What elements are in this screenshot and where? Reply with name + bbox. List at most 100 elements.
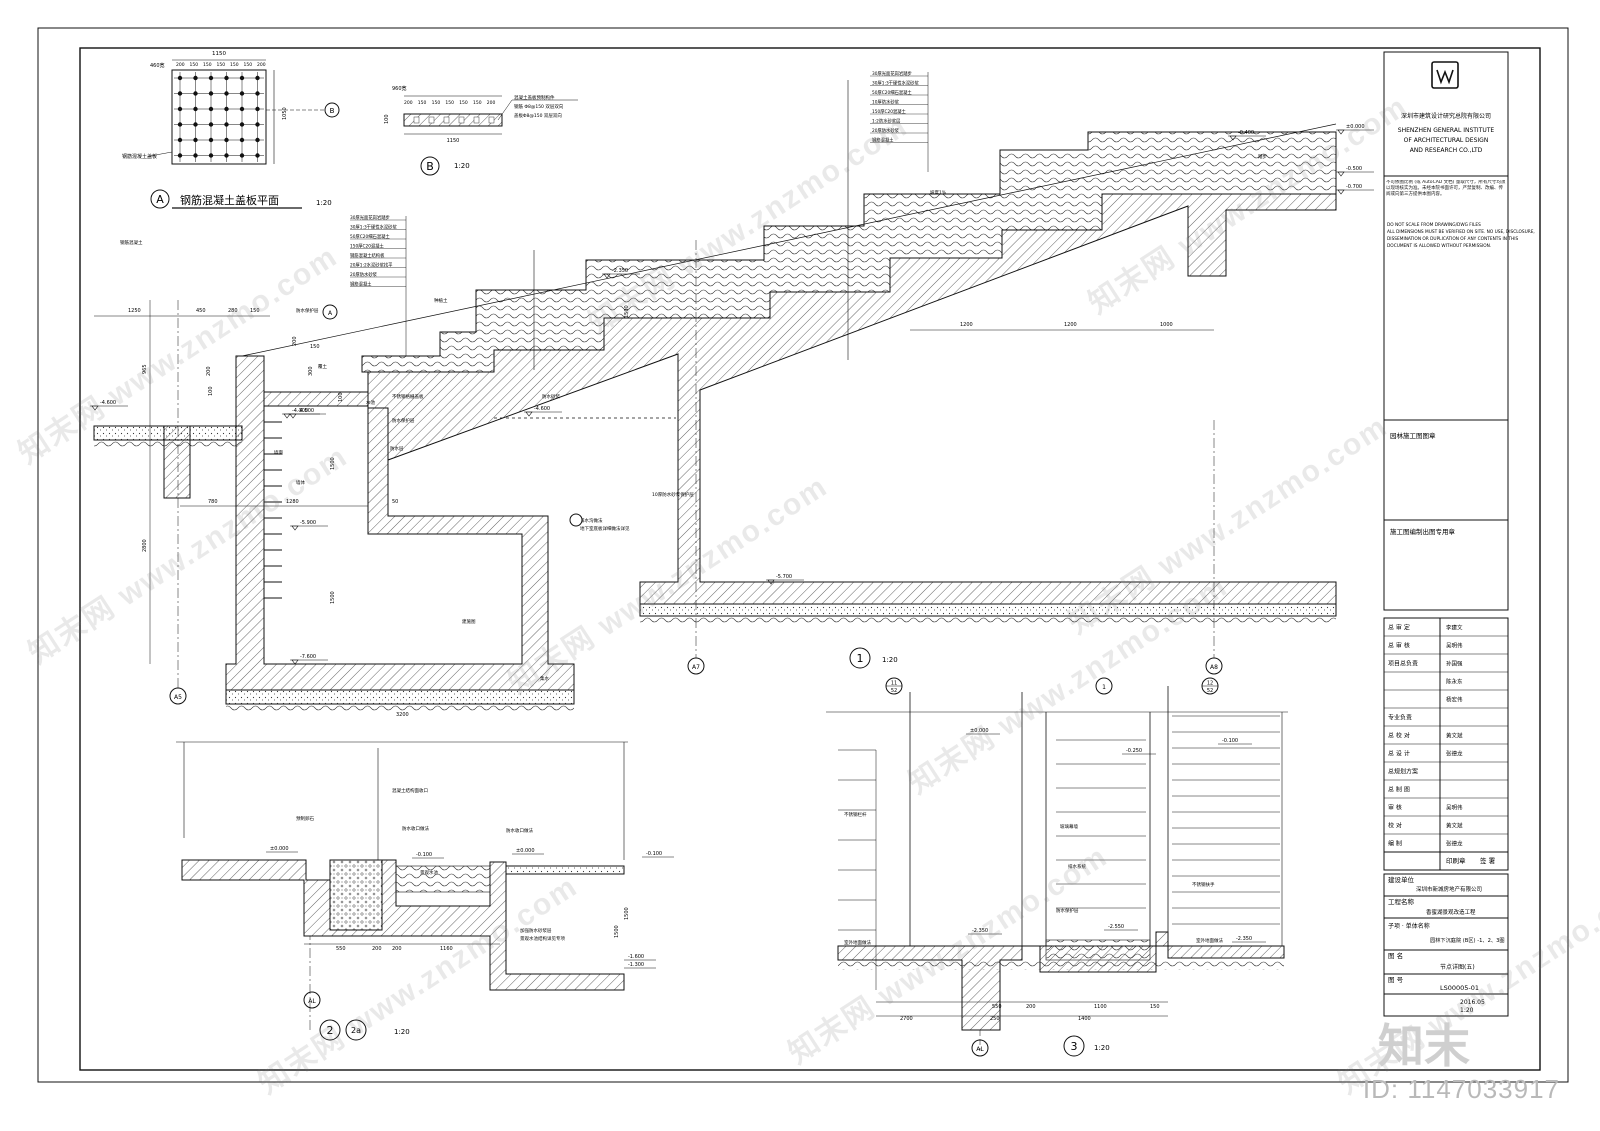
section-note: 建施图 bbox=[462, 618, 476, 625]
section-note: 室外地面做法 bbox=[844, 939, 871, 946]
section-note: 室外地面做法 bbox=[1196, 937, 1223, 944]
detail-a-marker: A bbox=[156, 193, 164, 206]
detail-1-scale: 1:20 bbox=[882, 656, 898, 664]
section-note: 不锈钢扶手 bbox=[1192, 881, 1215, 888]
detail-b-note-2: 钢筋 Φ8@150 双层双向 bbox=[514, 103, 564, 110]
section-note: 排水沟做法 bbox=[580, 517, 603, 524]
dimension-text: 200 bbox=[292, 336, 298, 346]
detail-b-note-1: 混凝土盖板预制构件 bbox=[514, 94, 555, 101]
section-note: 坡度1% bbox=[930, 189, 947, 196]
section-note: 防水砂浆 bbox=[542, 393, 560, 400]
layer-note-left: 钢筋混凝土结构板 bbox=[350, 252, 385, 259]
axis-bubble-label: A7 bbox=[692, 664, 700, 671]
dimension-text: 1200 bbox=[1064, 322, 1077, 328]
sign-row-label: 总 制 图 bbox=[1388, 786, 1410, 794]
subproject-value: 园林下沉庭院 (B区) -1、2、3图 bbox=[1430, 936, 1505, 944]
section-note: 防水层 bbox=[390, 445, 404, 452]
section-note: 水池 bbox=[366, 399, 375, 406]
detail-a-scale: 1:20 bbox=[316, 199, 332, 207]
layer-note-left: 50厚C20细石混凝土 bbox=[350, 233, 390, 240]
layer-note-right: 钢筋混凝土 bbox=[872, 137, 894, 144]
detail-a-label: 钢筋混凝土盖板 bbox=[122, 153, 157, 160]
layer-note-right: 30厚光面花岗岩踏步 bbox=[872, 70, 913, 77]
detail-2-marker: 2 bbox=[327, 1024, 334, 1037]
sign-row-value: 李建文 bbox=[1446, 624, 1463, 632]
elevation-mark: -0.100 bbox=[1222, 738, 1238, 744]
layer-note-right: 1:2防水砂浆层 bbox=[872, 118, 901, 125]
detail-3-scale: 1:20 bbox=[1094, 1044, 1110, 1052]
dimension-text: 280 bbox=[228, 308, 238, 314]
detail-b-scale: 1:20 bbox=[454, 162, 470, 170]
sign-row-label: 总 审 核 bbox=[1388, 642, 1410, 650]
dimension-text: 1000 bbox=[1160, 322, 1173, 328]
dimension-text: 100 bbox=[338, 392, 344, 402]
axis-bubble-label: 11 bbox=[891, 681, 897, 687]
elevation-mark: -4.600 bbox=[100, 400, 116, 406]
section-note: 不锈钢栏杆 bbox=[844, 811, 867, 818]
elevation-mark: ±0.000 bbox=[970, 728, 989, 734]
detail-a-section-marker: B bbox=[330, 107, 335, 115]
dimension-text: 1160 bbox=[440, 946, 453, 952]
layer-note-right: 10厚防水砂浆 bbox=[872, 99, 900, 106]
section-note: 种植土 bbox=[434, 297, 448, 304]
dimension-text: 450 bbox=[196, 308, 206, 314]
section-note: 景观水池结构详见专项 bbox=[520, 935, 565, 942]
dimension-text: 200 bbox=[392, 946, 402, 952]
sign-row-value: 黄文斌 bbox=[1446, 732, 1463, 740]
detail-a-subdim: 150 bbox=[244, 62, 253, 68]
detail-b-subdim: 150 bbox=[418, 100, 427, 106]
sign-row-value: 黄文斌 bbox=[1446, 822, 1463, 830]
layer-note-right: 50厚C20细石混凝土 bbox=[872, 89, 912, 96]
detail-b-marker: B bbox=[426, 160, 434, 173]
section-note: 地下室底板详细做法详见 bbox=[580, 525, 630, 532]
elevation-mark: -7.600 bbox=[300, 654, 316, 660]
company-logo-icon bbox=[1431, 61, 1459, 89]
axis-bubble-label: 1 bbox=[1102, 684, 1106, 691]
company-name-en-2: OF ARCHITECTURAL DESIGN bbox=[1404, 137, 1489, 144]
dimension-text: 1250 bbox=[128, 308, 141, 314]
dimension-text: 150 bbox=[1150, 1004, 1160, 1010]
drawing-number: LS00005-01 bbox=[1440, 984, 1479, 992]
detail-b-dim-h: 100 bbox=[384, 114, 390, 124]
sign-row-value: 张德龙 bbox=[1446, 750, 1463, 758]
drawing-name-label: 图 名 bbox=[1388, 951, 1403, 960]
dimension-text: 100 bbox=[208, 386, 214, 396]
section-note: 玻璃幕墙 bbox=[1060, 823, 1078, 830]
detail-3-marker: 3 bbox=[1071, 1040, 1078, 1053]
dimension-text: 1500 bbox=[614, 925, 620, 938]
disclaimer-en-2: ALL DIMENSIONS MUST BE VERIFIED ON SITE.… bbox=[1387, 229, 1535, 235]
elevation-mark: -5.700 bbox=[776, 574, 792, 580]
elevation-mark: -5.900 bbox=[300, 520, 316, 526]
detail-a-dim-side: 1050 bbox=[282, 107, 288, 120]
sign-row-label: 总 审 定 bbox=[1388, 624, 1410, 632]
dimension-text: 3200 bbox=[396, 712, 409, 718]
section-note: 景观水池 bbox=[420, 869, 438, 876]
detail-a-subdim: 150 bbox=[230, 62, 239, 68]
title-block: 深圳市建筑设计研究总院有限公司 SHENZHEN GENERAL INSTITU… bbox=[1383, 51, 1535, 1017]
dimension-text: 965 bbox=[142, 364, 148, 374]
detail-a-subdim: 150 bbox=[217, 62, 226, 68]
subproject-label: 子项 · 单体名称 bbox=[1388, 922, 1430, 930]
axis-bubble-label: A8 bbox=[1210, 664, 1218, 671]
dimension-text: 200 bbox=[1026, 1004, 1036, 1010]
dimension-text: 1500 bbox=[624, 305, 630, 318]
disclaimer-en-3: DISSEMINATION OR DUPLICATION OF ANY CONT… bbox=[1387, 236, 1518, 242]
section-note: 10厚防水砂浆保护层 bbox=[652, 491, 694, 498]
dimension-text: 1400 bbox=[1078, 1016, 1091, 1022]
detail-a-subdim: 200 bbox=[176, 62, 185, 68]
dimension-text: 1500 bbox=[330, 457, 336, 470]
image-id-footer: ID: 1147033917 bbox=[1362, 1074, 1560, 1104]
drawing-name-value: 节点详图(五) bbox=[1440, 963, 1475, 971]
layer-note-right: 30厚1:3干硬性水泥砂浆 bbox=[872, 80, 919, 87]
detail-b-subdim: 150 bbox=[459, 100, 468, 106]
dimension-text: 50 bbox=[392, 499, 398, 505]
elevation-mark: -2.550 bbox=[1108, 924, 1124, 930]
client-value: 深圳市新城房地产有限公司 bbox=[1416, 885, 1482, 893]
company-name-en-3: AND RESEARCH CO.,LTD bbox=[1410, 147, 1483, 154]
drawing-date: 2016.05 bbox=[1460, 999, 1485, 1006]
elevation-mark: ±0.000 bbox=[1346, 124, 1365, 130]
stamp-label-1: 园林施工图图章 bbox=[1390, 431, 1436, 440]
